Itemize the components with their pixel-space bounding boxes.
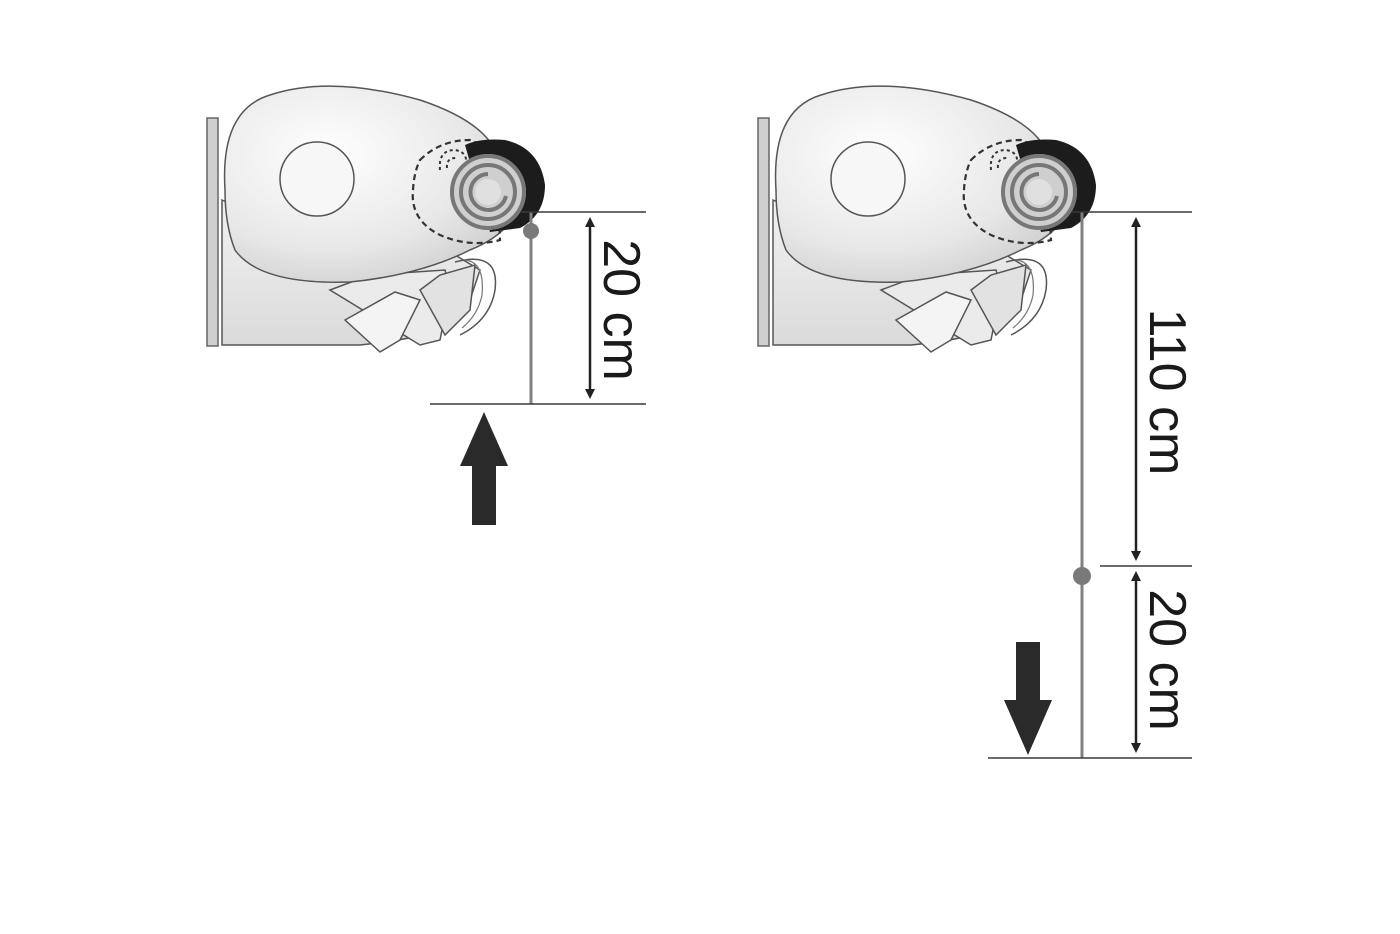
left-awning-cassette <box>205 84 547 354</box>
right-upper-dimension-label: 110 cm <box>1138 309 1196 476</box>
right-cord-knob <box>1073 567 1091 585</box>
right-diagram: 110 cm 20 cm <box>756 84 1196 759</box>
arrow-up-icon <box>460 412 508 525</box>
left-dimension-label: 20 cm <box>592 239 650 381</box>
arrow-down-icon <box>1004 642 1052 755</box>
right-lower-dimension-label: 20 cm <box>1138 589 1196 731</box>
right-awning-cassette <box>756 84 1098 354</box>
left-diagram: 20 cm <box>205 84 650 525</box>
left-cord-knob <box>523 223 539 239</box>
